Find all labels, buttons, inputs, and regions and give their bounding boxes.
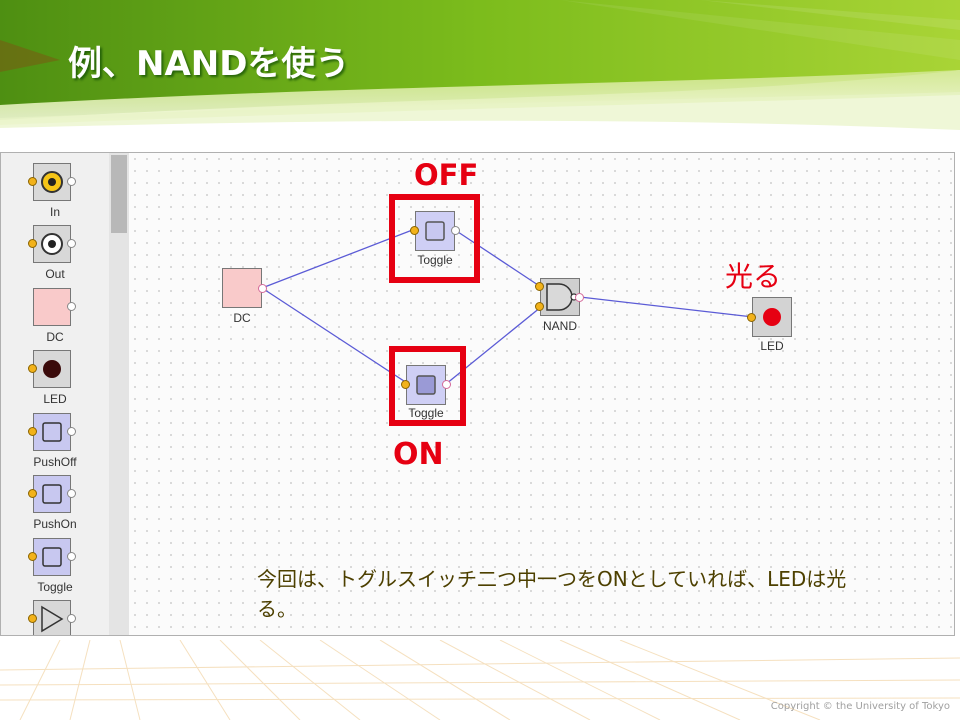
component-palette: In Out DC LED <box>1 153 110 635</box>
led-label: LED <box>760 339 784 353</box>
header-banner <box>0 0 960 130</box>
dc-source[interactable] <box>222 268 262 308</box>
palette-label: Out <box>45 267 65 281</box>
highlight-frame-off <box>389 194 480 283</box>
state-label-off: OFF <box>414 158 479 192</box>
toggle-bottom-label: Toggle <box>408 406 444 420</box>
pin-input[interactable] <box>28 489 37 498</box>
pin-input[interactable] <box>28 552 37 561</box>
pin-input[interactable] <box>28 364 37 373</box>
buffer-gate-icon <box>41 605 64 633</box>
palette-label: DC <box>46 330 64 344</box>
circuit-canvas[interactable] <box>129 153 954 635</box>
nand-output-pin[interactable] <box>575 293 584 302</box>
pushoff-icon <box>42 422 62 442</box>
palette-label: LED <box>43 392 67 406</box>
slide-title: 例、NANDを使う <box>68 44 350 84</box>
palette-scrollbar-thumb[interactable] <box>111 155 127 233</box>
toggle-bottom-output-pin[interactable] <box>442 380 451 389</box>
led-input-pin[interactable] <box>747 313 756 322</box>
wire-nand-led[interactable] <box>579 296 754 318</box>
pushon-icon <box>42 484 62 504</box>
nand-label: NAND <box>542 319 577 333</box>
nand-gate-icon <box>546 283 578 311</box>
copyright-notice: Copyright © the University of Tokyo <box>770 701 950 712</box>
caption-text: 今回は、トグルスイッチ二つ中一つをONとしていれば、LEDは光る。 <box>257 567 847 621</box>
state-label-on: ON <box>393 437 444 472</box>
toggle-bottom-input-pin[interactable] <box>401 380 410 389</box>
pin-output[interactable] <box>67 302 76 311</box>
led-output[interactable] <box>752 297 792 337</box>
nand-input-b-pin[interactable] <box>535 302 544 311</box>
toggle-off-icon <box>425 221 445 241</box>
toggle-icon <box>42 547 62 567</box>
footer-decoration <box>0 640 960 720</box>
pin-input[interactable] <box>28 239 37 248</box>
pin-output[interactable] <box>67 489 76 498</box>
led-status-label: 光る <box>725 260 782 293</box>
pin-output[interactable] <box>67 552 76 561</box>
toggle-top-output-pin[interactable] <box>451 226 460 235</box>
palette-scrollbar[interactable] <box>109 153 129 635</box>
highlight-frame-on <box>389 346 466 426</box>
dc-label: DC <box>233 311 251 325</box>
pin-output[interactable] <box>67 427 76 436</box>
palette-label: Toggle <box>37 580 73 594</box>
palette-label: In <box>49 205 60 219</box>
pin-input[interactable] <box>28 614 37 623</box>
toggle-top-input-pin[interactable] <box>410 226 419 235</box>
pin-input[interactable] <box>28 427 37 436</box>
wire-toggle-top-nand[interactable] <box>454 229 542 288</box>
palette-label: PushOn <box>33 517 77 531</box>
led-icon <box>43 360 61 378</box>
input-icon <box>41 171 63 193</box>
toggle-top-label: Toggle <box>417 253 453 267</box>
led-lit-icon <box>763 308 781 326</box>
output-icon <box>41 233 63 255</box>
toggle-on-icon <box>416 375 436 395</box>
dc-output-pin[interactable] <box>258 284 267 293</box>
nand-input-a-pin[interactable] <box>535 282 544 291</box>
circuit-simulator: In Out DC LED <box>0 152 955 636</box>
toggle-switch-top[interactable] <box>415 211 455 251</box>
wire-dc-toggle-bottom[interactable] <box>261 287 408 384</box>
nand-gate[interactable] <box>540 278 580 316</box>
pin-output[interactable] <box>67 177 76 186</box>
pin-output[interactable] <box>67 614 76 623</box>
pin-input[interactable] <box>28 177 37 186</box>
pin-output[interactable] <box>67 239 76 248</box>
palette-label: PushOff <box>33 455 77 469</box>
